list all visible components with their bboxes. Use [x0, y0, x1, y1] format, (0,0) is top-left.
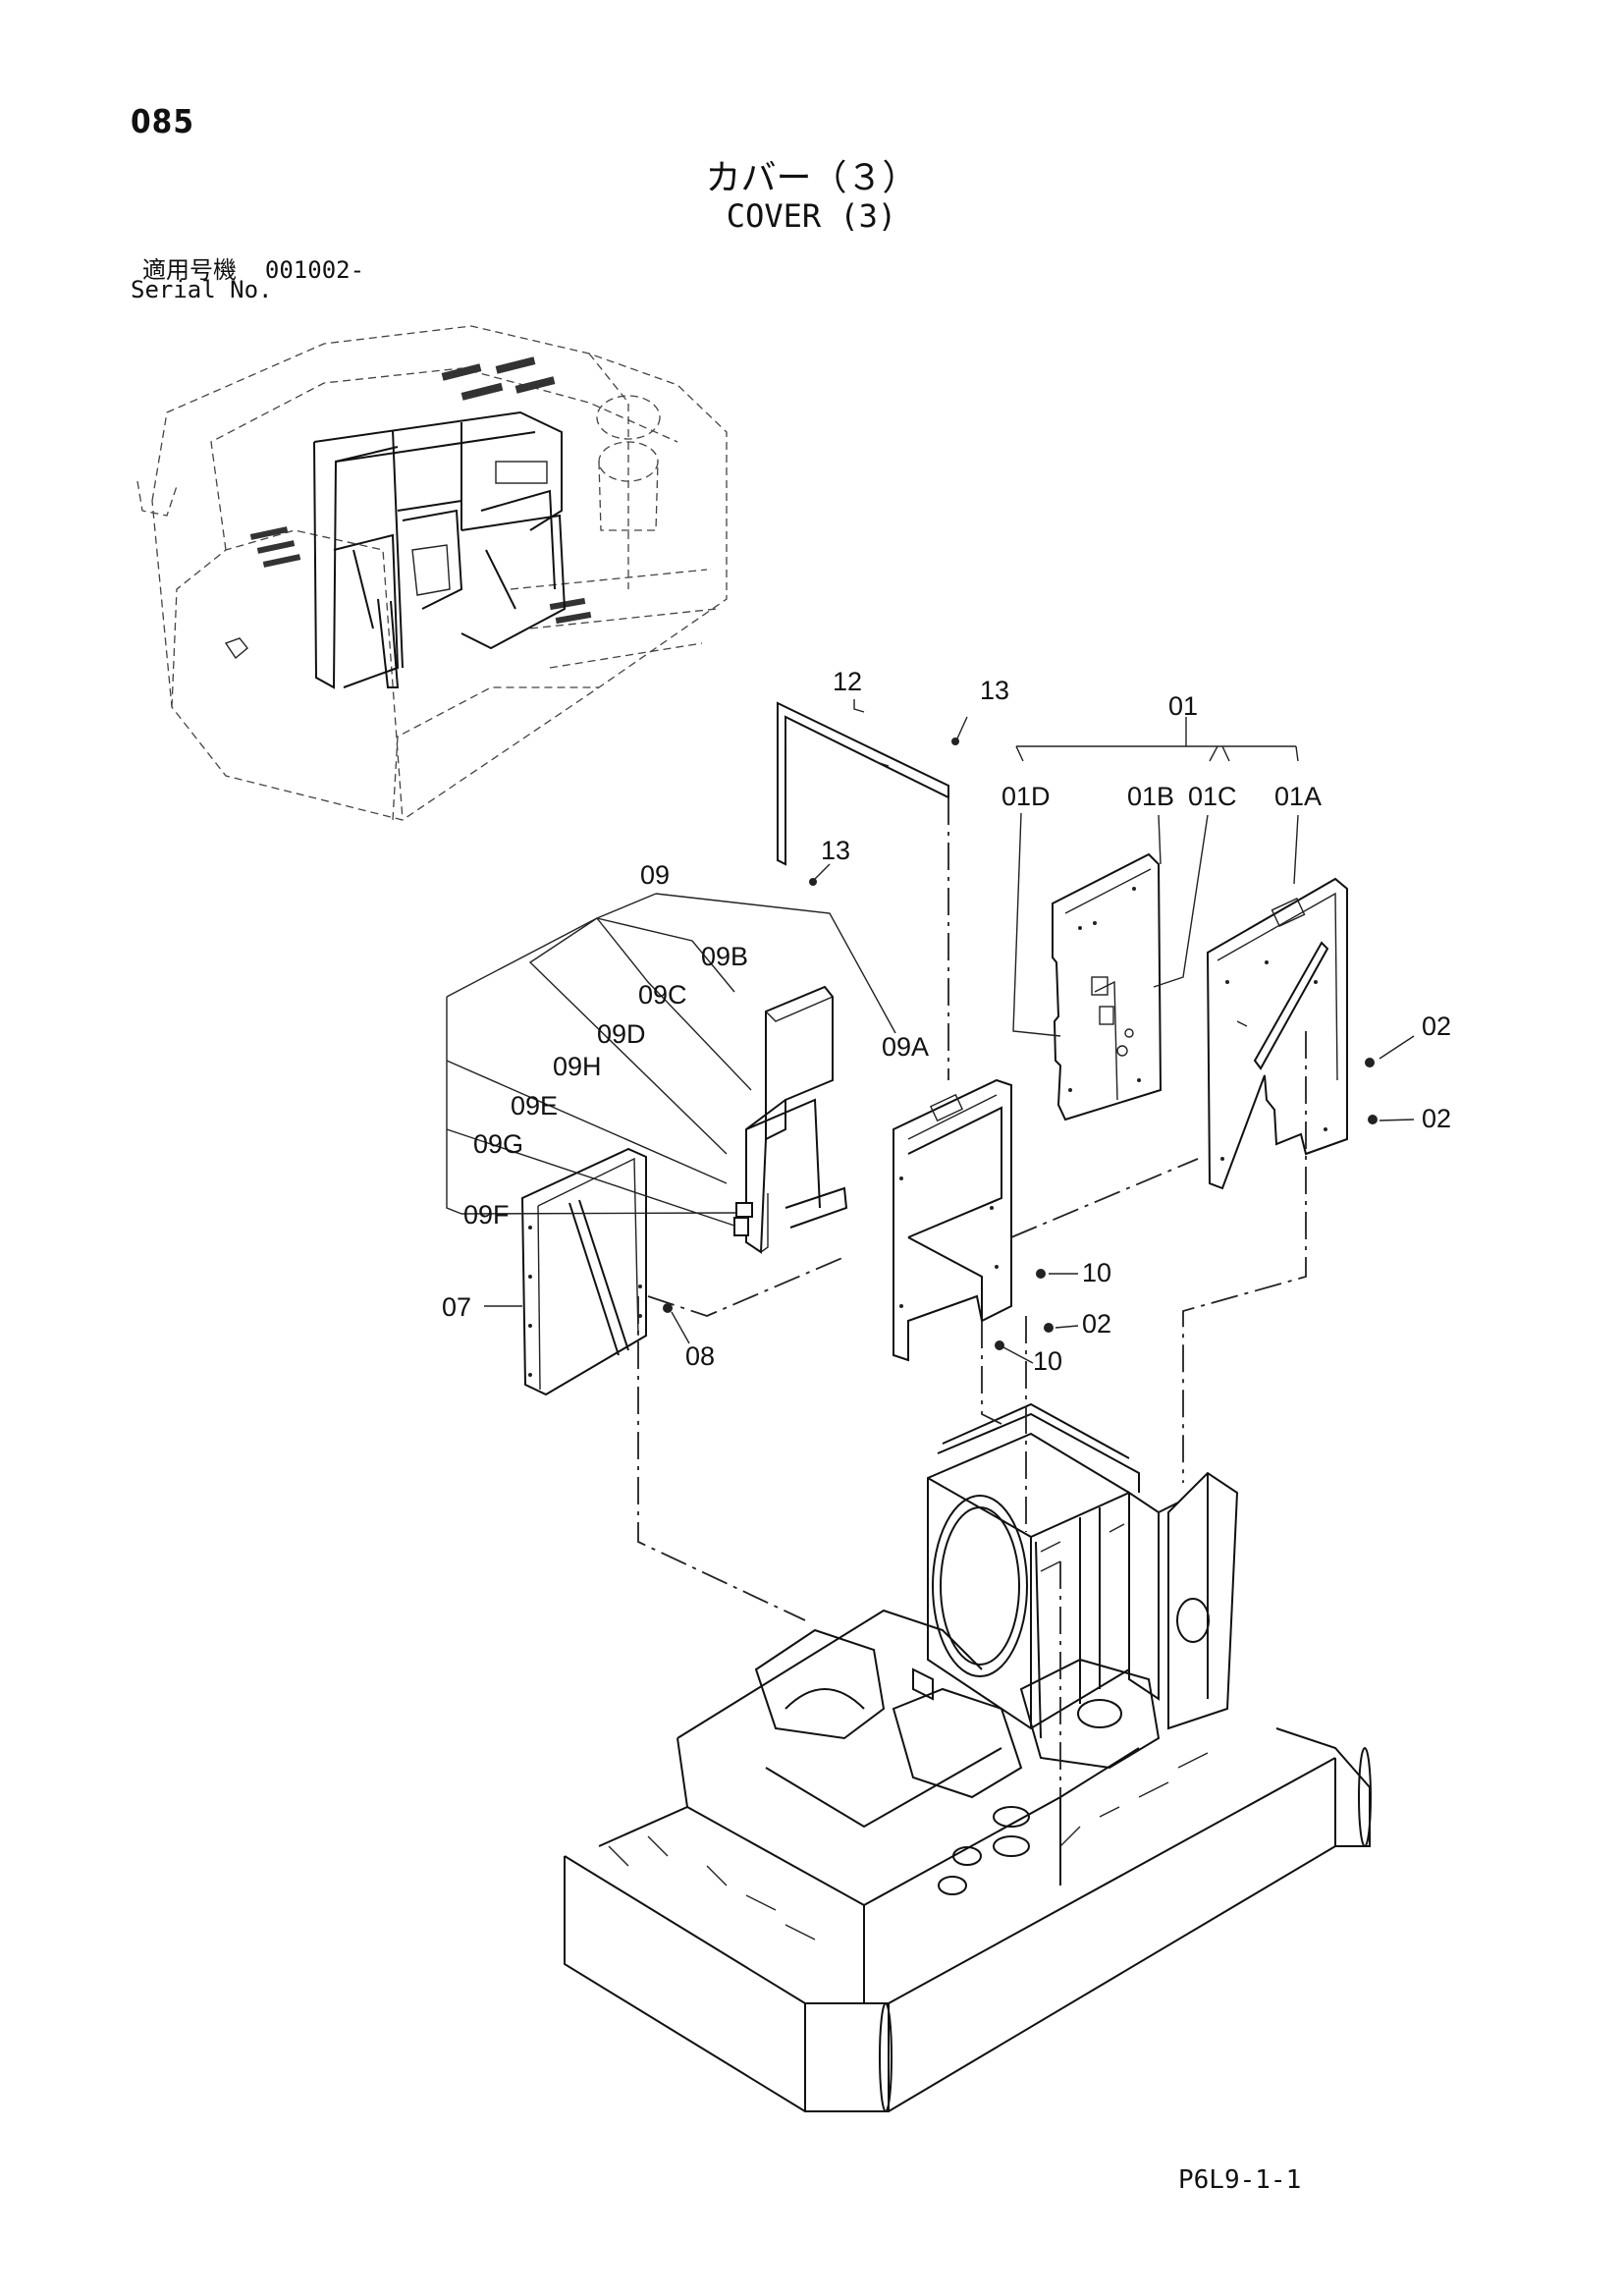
- callout-08: 08: [685, 1341, 715, 1371]
- title-english: COVER (3): [726, 197, 897, 235]
- leader-lines: [446, 699, 1415, 1364]
- callout-02-lower: 02: [1422, 1104, 1451, 1133]
- callout-01d: 01D: [1001, 782, 1051, 811]
- callout-01b: 01B: [1127, 782, 1174, 811]
- footer-code: P6L9-1-1: [1178, 2165, 1302, 2195]
- callout-09h: 09H: [553, 1052, 602, 1081]
- page-number: 085: [131, 102, 194, 140]
- assembly-center-lines: [637, 797, 1307, 1797]
- callout-02-middle: 02: [1082, 1309, 1111, 1339]
- callout-02-upper: 02: [1422, 1011, 1451, 1041]
- serial-label-jp-text: 適用号機: [142, 256, 237, 284]
- serial-label-jp: 適用号機 001002-: [142, 250, 364, 285]
- title-japanese: カバー（３）: [705, 158, 918, 198]
- callout-09e: 09E: [511, 1091, 558, 1121]
- callout-09c: 09C: [638, 980, 687, 1010]
- upper-frame-assembly: [564, 1402, 1372, 2112]
- callout-01c: 01C: [1188, 782, 1237, 811]
- callout-12: 12: [833, 667, 862, 696]
- part-01-panels: [1052, 852, 1378, 1190]
- callout-09b: 09B: [701, 942, 748, 971]
- callout-01a: 01A: [1274, 782, 1322, 811]
- callout-13-top: 13: [980, 676, 1009, 705]
- callout-09f: 09F: [463, 1200, 510, 1230]
- callout-10-lower: 10: [1033, 1346, 1062, 1376]
- callout-09d: 09D: [597, 1019, 646, 1049]
- part-07-cover: [520, 1147, 673, 1396]
- callout-labels: 12 13 13 01 01D 01B 01C 01A 09 09B 09C 0…: [442, 667, 1451, 1376]
- callout-13-lower: 13: [821, 836, 850, 865]
- callout-09: 09: [640, 860, 670, 890]
- callout-10-upper: 10: [1082, 1258, 1111, 1287]
- overview-machine-illustration: [136, 325, 728, 821]
- part-09-ducts: [733, 985, 1054, 1362]
- callout-07: 07: [442, 1292, 471, 1322]
- serial-value: 001002-: [264, 256, 365, 284]
- callout-01: 01: [1168, 691, 1198, 721]
- callout-09g: 09G: [473, 1129, 523, 1159]
- callout-09a: 09A: [882, 1032, 929, 1062]
- serial-label-en: Serial No.: [131, 276, 273, 303]
- part-12-bracket: [777, 701, 959, 886]
